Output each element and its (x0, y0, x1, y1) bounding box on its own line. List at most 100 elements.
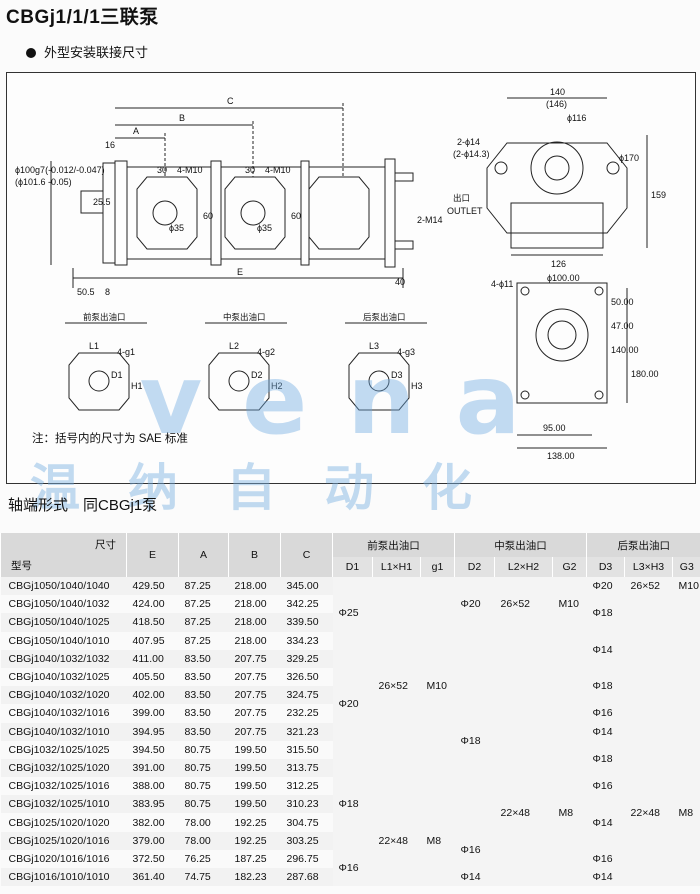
dim-m14: 2-M14 (417, 215, 443, 225)
dim-bottom-47: 47.00 (611, 321, 634, 331)
col-l1h1: L1×H1 (372, 557, 421, 577)
dim-116: ϕ116 (567, 113, 586, 123)
dim-bottom-138: 138.00 (547, 451, 575, 461)
cell-e: 407.95 (126, 631, 179, 650)
cell-d3: Φ18 (586, 667, 625, 705)
cell-b: 199.50 (228, 777, 281, 796)
cell-c: 334.23 (280, 631, 333, 650)
cell-a: 80.75 (178, 795, 229, 814)
dim-8: 8 (105, 287, 110, 297)
cell-e: 361.40 (126, 868, 179, 887)
cell-a: 83.50 (178, 649, 229, 668)
cell-e: 405.50 (126, 667, 179, 687)
cell-c: 313.75 (280, 758, 333, 778)
front-view-bore (530, 141, 584, 195)
cell-d3: Φ14 (586, 631, 625, 668)
cell-b: 218.00 (228, 631, 281, 650)
dim-170: ϕ170 (619, 153, 639, 163)
cell-c: 326.50 (280, 667, 333, 687)
page-title: CBGj1/1/1三联泵 (6, 7, 159, 28)
cell-e: 429.50 (126, 577, 179, 596)
rear-pump-body (308, 166, 386, 260)
dim-b: B (179, 113, 185, 123)
cell-lh1: 22×48 (372, 795, 421, 887)
cell-d3: Φ14 (586, 795, 625, 850)
cell-model: CBGj1050/1040/1025 (0, 613, 127, 632)
port-front-h: H1 (131, 381, 143, 391)
port-rear-h: H3 (411, 381, 423, 391)
cell-lh2: 22×48 (494, 740, 553, 887)
cell-e: 418.50 (126, 613, 179, 632)
dim-159: 159 (651, 190, 666, 200)
cell-lh2 (494, 631, 553, 741)
cell-d3: Φ16 (586, 777, 625, 796)
cell-d3: Φ14 (586, 722, 625, 741)
cell-d3: Φ20 (586, 577, 625, 596)
dim-bottom-100: ϕ100.00 (547, 273, 580, 283)
cell-e: 399.00 (126, 704, 179, 723)
cell-a: 83.50 (178, 667, 229, 687)
cell-d3: Φ16 (586, 849, 625, 868)
dim-140: 140 (550, 87, 565, 97)
cell-e: 424.00 (126, 595, 179, 614)
col-a: A (178, 533, 229, 577)
cell-e: 379.00 (126, 831, 179, 850)
port-front-g: 4-g1 (117, 347, 135, 357)
port-rear-title: 后泵出油口 (363, 312, 406, 323)
cell-lh3 (624, 595, 673, 741)
cell-a: 78.00 (178, 831, 229, 850)
cell-model: CBGj1025/1020/1020 (0, 813, 127, 832)
cell-e: 391.00 (126, 758, 179, 778)
cell-b: 207.75 (228, 686, 281, 705)
dim-35b: ϕ35 (257, 223, 272, 233)
cell-a: 87.25 (178, 577, 229, 596)
cell-model: CBGj1040/1032/1020 (0, 686, 127, 705)
cell-model: CBGj1032/1025/1016 (0, 777, 127, 796)
cell-b: 207.75 (228, 722, 281, 741)
dim-m10b: 4-M10 (265, 165, 291, 175)
cell-g2: M8 (552, 740, 587, 887)
cell-a: 83.50 (178, 704, 229, 723)
cell-model: CBGj1032/1025/1010 (0, 795, 127, 814)
dim-25-5: 25.5 (93, 197, 111, 207)
port-rear-d: D3 (391, 370, 403, 380)
port-rear-l: L3 (369, 341, 379, 351)
col-g2: G2 (552, 557, 587, 577)
cell-e: 382.00 (126, 813, 179, 832)
cell-e: 383.95 (126, 795, 179, 814)
cell-g3: M10 (672, 577, 700, 596)
cell-a: 74.75 (178, 868, 229, 887)
port-mid-title: 中泵出油口 (223, 312, 266, 323)
cell-model: CBGj1040/1032/1025 (0, 667, 127, 687)
col-e: E (126, 533, 179, 577)
cell-model: CBGj1032/1025/1020 (0, 758, 127, 778)
cell-d2: Φ16 (454, 831, 495, 868)
cell-c: 304.75 (280, 813, 333, 832)
group-front: 前泵出油口 (331, 533, 455, 557)
cell-lh1: 26×52 (372, 649, 421, 723)
dim-bottom-180: 180.00 (631, 369, 659, 379)
col-d2: D2 (454, 557, 495, 577)
mid-pump-body (220, 166, 302, 260)
dim-e: E (237, 267, 243, 277)
cell-b: 192.25 (228, 831, 281, 850)
cell-g3 (672, 595, 700, 741)
cell-g1 (420, 722, 455, 796)
cell-d2: Φ14 (454, 868, 495, 887)
bullet-icon (26, 48, 36, 58)
cell-g2 (552, 631, 587, 741)
cell-d3: Φ16 (586, 704, 625, 723)
cell-b: 199.50 (228, 740, 281, 759)
dim-bottom-95: 95.00 (543, 423, 566, 433)
